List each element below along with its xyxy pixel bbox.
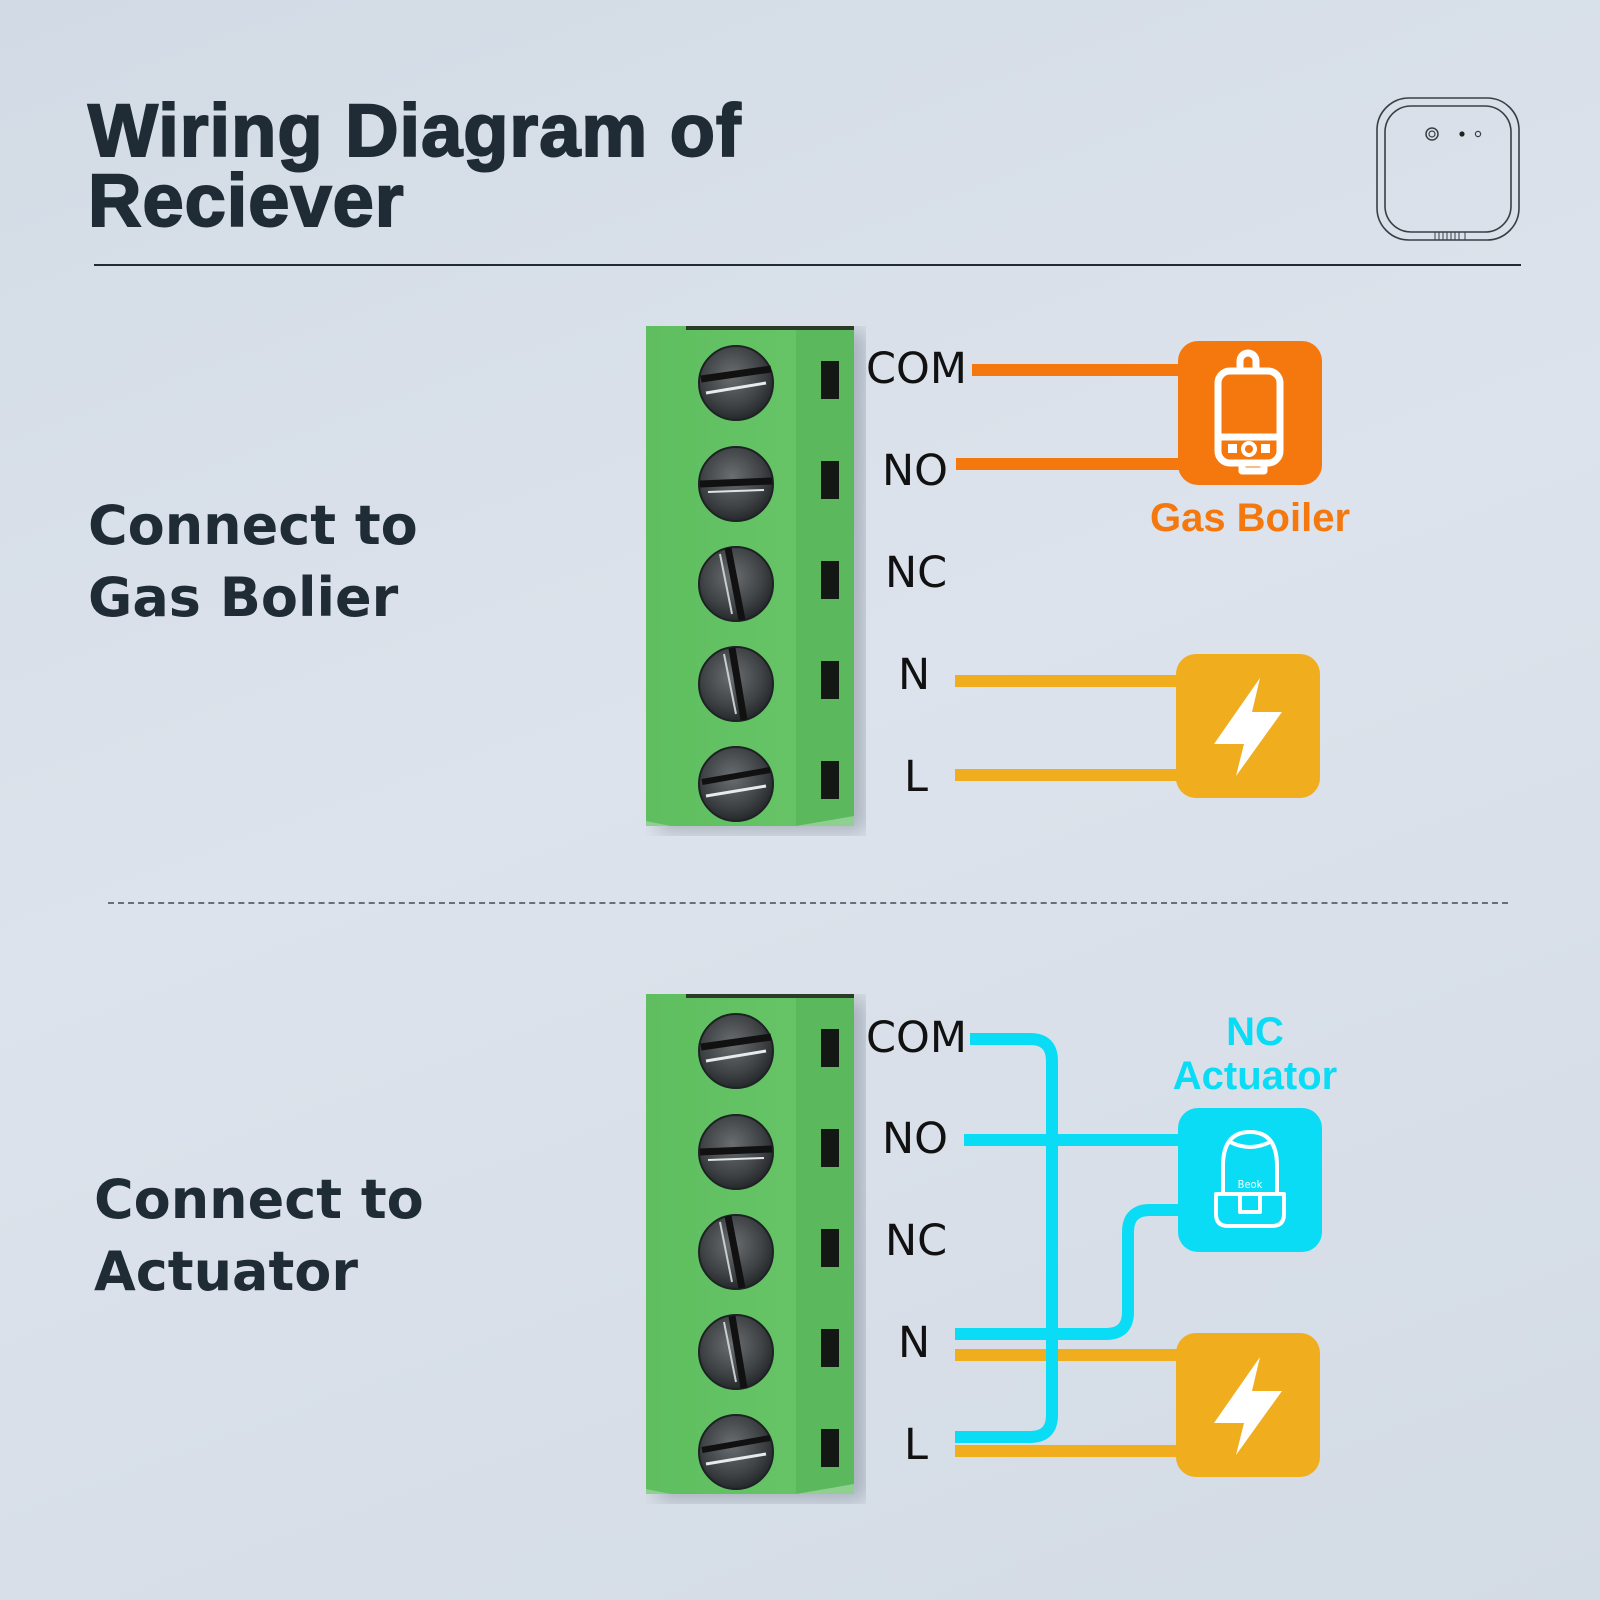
wire-com-l-loop: [955, 1033, 1058, 1443]
gas-boiler-box: [1178, 341, 1322, 485]
section-label-line: Gas Bolier: [88, 566, 399, 629]
section-label-line: Actuator: [94, 1240, 359, 1303]
terminal-label-l: L: [904, 752, 928, 802]
page-title: Wiring Diagram of Reciever: [87, 89, 742, 242]
section-label-actuator: Connect to Actuator: [94, 1164, 424, 1308]
title-divider: [94, 264, 1521, 266]
terminal-label-no: NO: [882, 446, 949, 496]
wire-slots: [821, 1029, 839, 1467]
wire-slots: [821, 361, 839, 799]
title-line-2: Reciever: [87, 159, 405, 242]
terminal-label-nc: NC: [885, 548, 948, 598]
nc-actuator-label-line: NC: [1226, 1010, 1284, 1054]
actuator-brand: Beok: [1238, 1178, 1263, 1191]
terminal-label-n: N: [898, 1318, 931, 1368]
section-divider: [108, 902, 1508, 904]
terminal-block: [646, 326, 854, 826]
receiver-device-icon: [1376, 97, 1520, 241]
wire-n-actuator: [955, 1204, 1185, 1340]
terminal-label-com: COM: [866, 344, 967, 394]
nc-actuator-label-line: Actuator: [1172, 1054, 1338, 1098]
terminal-label-no: NO: [882, 1114, 949, 1164]
actuator-box: Beok: [1178, 1108, 1322, 1252]
terminal-label-nc: NC: [885, 1216, 948, 1266]
lightning-icon: [1214, 678, 1282, 776]
terminal-label-n: N: [898, 650, 931, 700]
power-source-box: [1176, 1333, 1320, 1477]
section-label-gas-boiler: Connect to Gas Bolier: [88, 490, 418, 634]
screws: [698, 345, 774, 822]
section-label-line: Connect to: [88, 494, 418, 557]
section-label-line: Connect to: [94, 1168, 424, 1231]
terminal-label-l: L: [904, 1420, 928, 1470]
gas-boiler-icon: [1214, 349, 1284, 475]
gas-boiler-label: Gas Boiler: [1149, 496, 1351, 540]
nc-actuator-label: NC Actuator: [1140, 1010, 1370, 1098]
screws: [698, 1013, 774, 1490]
lightning-icon: [1214, 1357, 1282, 1455]
terminal-block: [646, 994, 854, 1494]
title-line-1: Wiring Diagram of: [87, 89, 742, 172]
power-source-box: [1176, 654, 1320, 798]
actuator-icon: Beok: [1214, 1130, 1286, 1228]
terminal-label-com: COM: [866, 1013, 967, 1063]
